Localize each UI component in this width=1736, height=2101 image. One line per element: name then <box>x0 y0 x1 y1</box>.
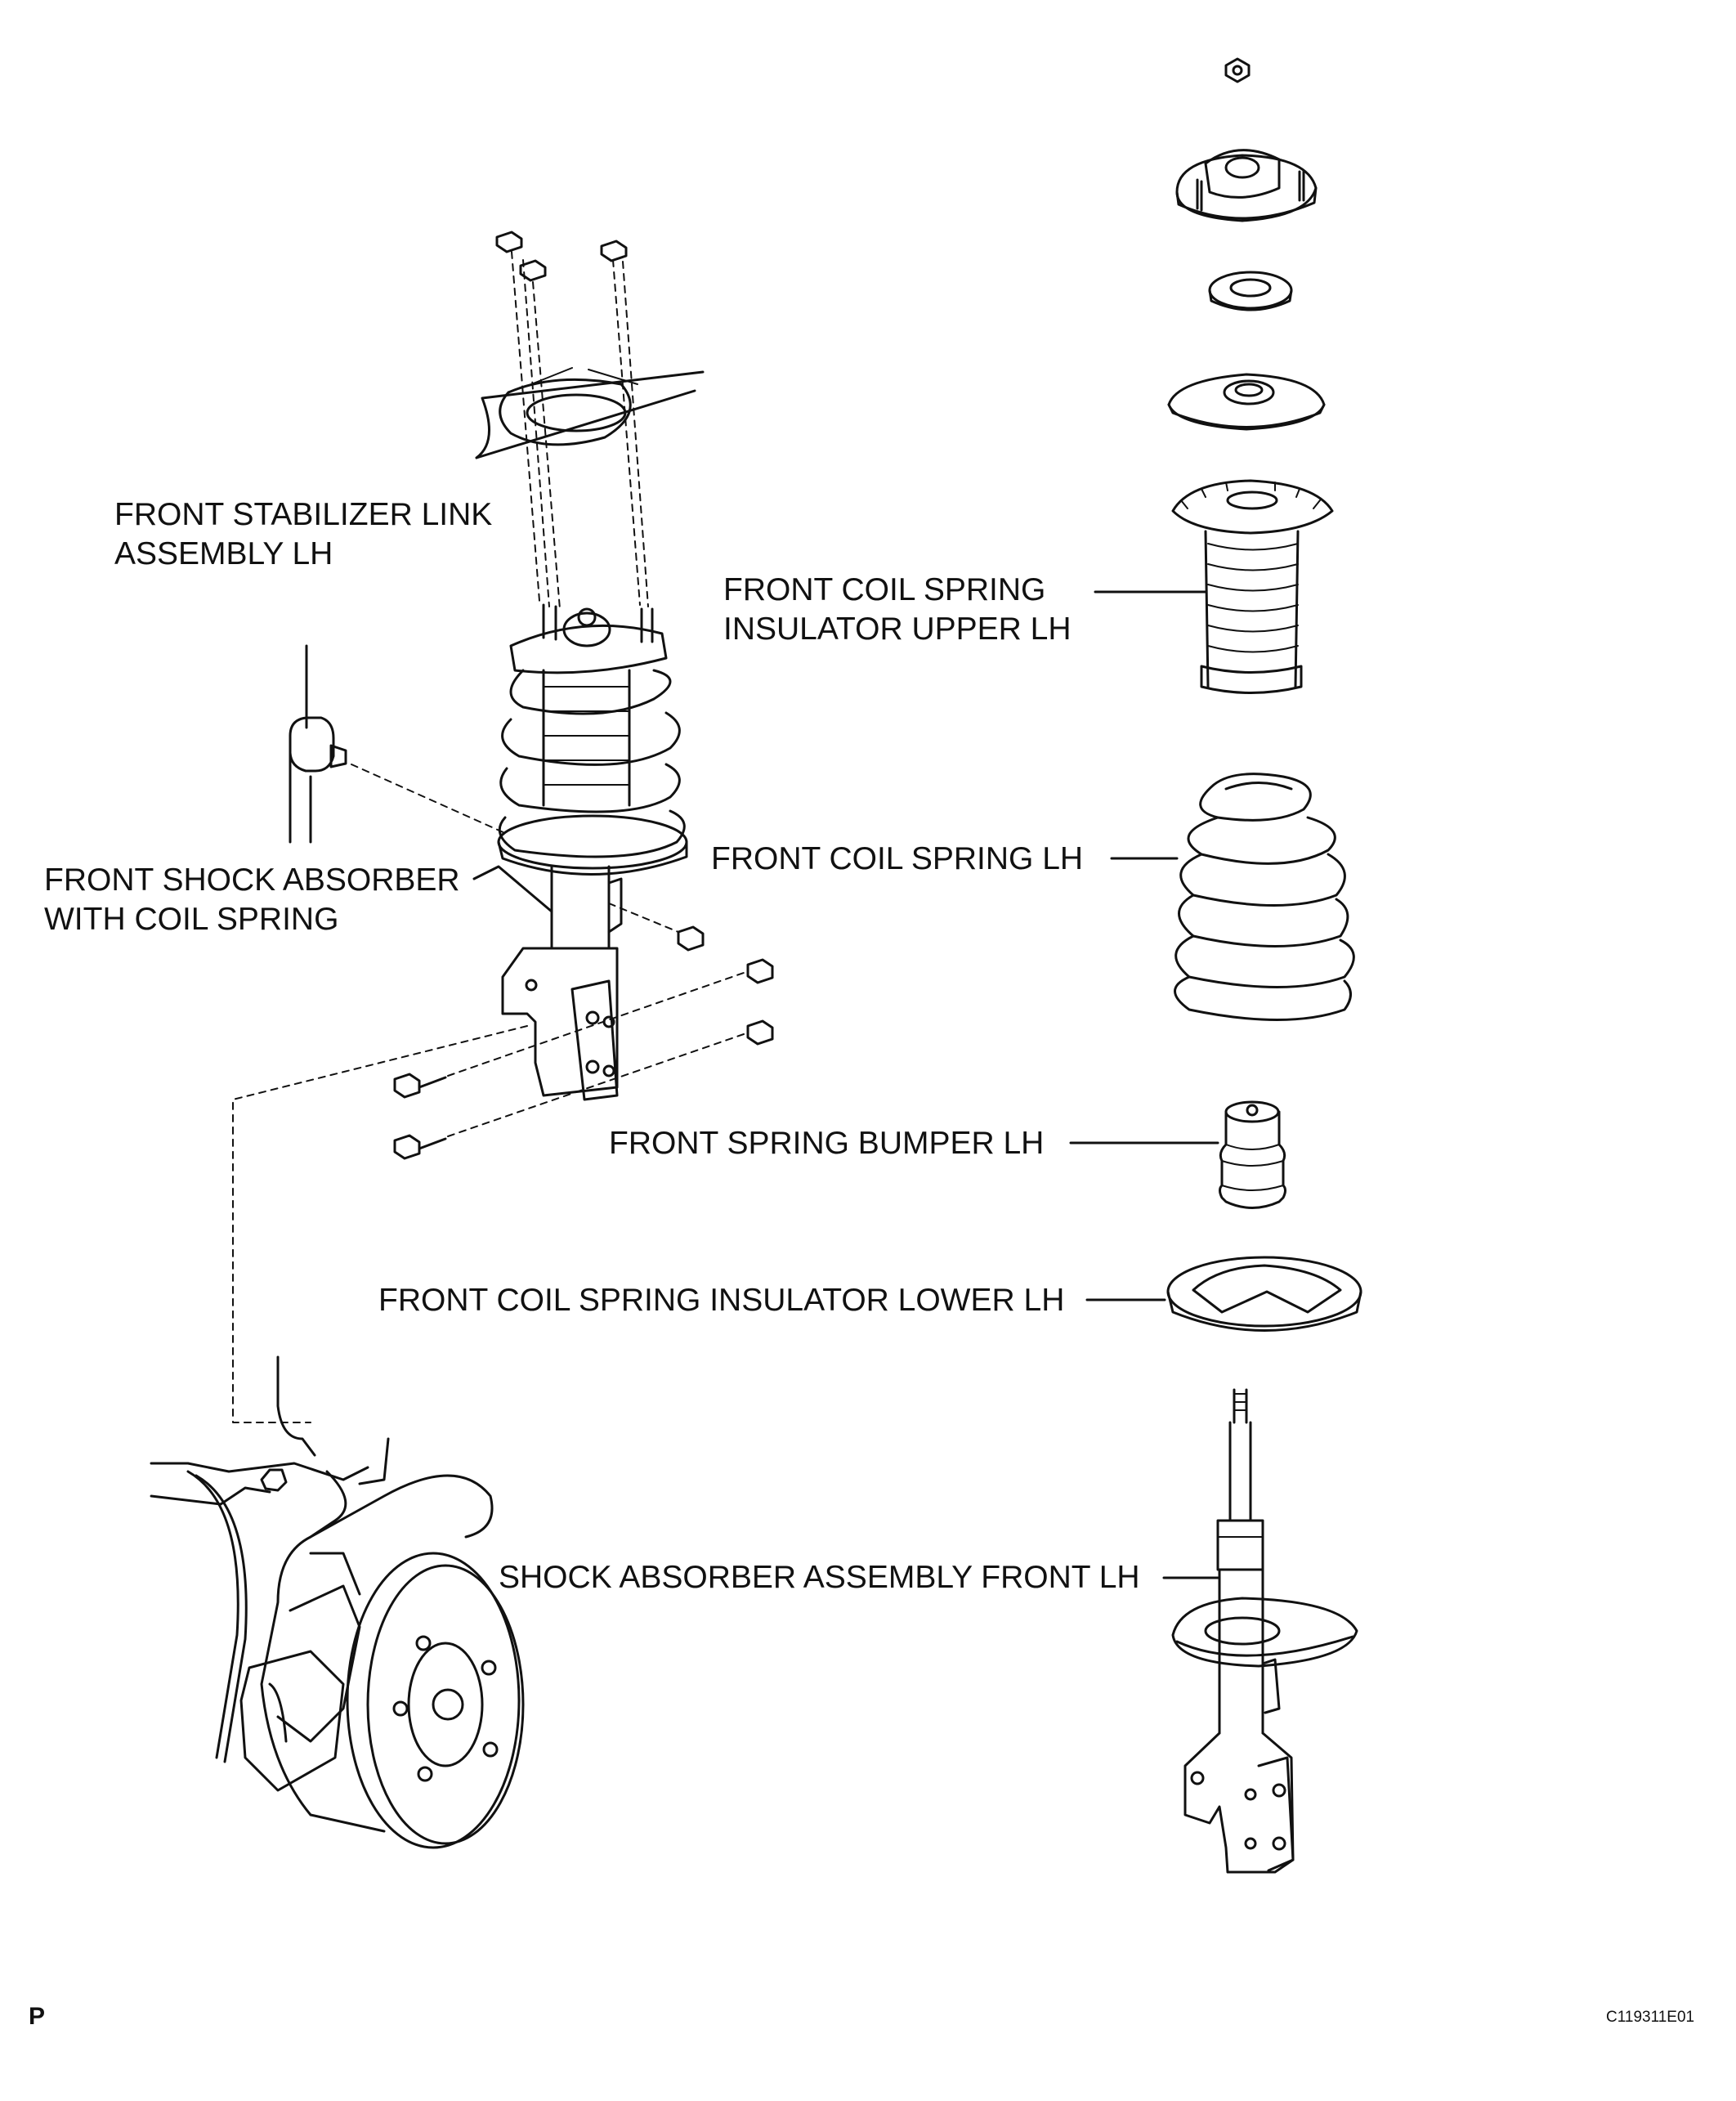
upper-seat-icon <box>1167 373 1326 431</box>
shock-absorber-icon <box>1171 1388 1358 1874</box>
bearing-icon <box>1208 271 1293 311</box>
leader-lines <box>472 590 1219 1579</box>
coil-spring-icon <box>1174 773 1355 1021</box>
insulator-lower-icon <box>1166 1256 1362 1332</box>
knuckle-brake-icon <box>150 1355 525 1849</box>
fastener-guide-lines <box>232 903 745 1423</box>
figure-code: C119311E01 <box>1606 2009 1695 2026</box>
corner-mark: P <box>29 2003 46 2030</box>
label-stabilizer-link-line1: FRONT STABILIZER LINK <box>114 497 493 532</box>
strut-tower-panel <box>475 367 705 459</box>
spring-bumper-icon <box>1219 1100 1286 1209</box>
stabilizer-guide-line <box>351 764 508 835</box>
label-spring-bumper: FRONT SPRING BUMPER LH <box>609 1126 1045 1161</box>
label-insulator-upper-line2: INSULATOR UPPER LH <box>723 611 1072 647</box>
label-coil-spring: FRONT COIL SPRING LH <box>711 841 1084 876</box>
nut-guide-lines <box>511 251 649 610</box>
upper-mount-nuts <box>495 231 628 282</box>
upper-support-icon <box>1175 149 1318 222</box>
top-nut-icon <box>1224 57 1251 83</box>
label-shock-with-spring-line2: WITH COIL SPRING <box>44 902 339 937</box>
label-stabilizer-link-line2: ASSEMBLY LH <box>114 536 333 571</box>
assembled-strut-icon <box>497 603 688 1101</box>
stabilizer-link-icon <box>289 644 347 844</box>
label-insulator-upper: FRONT COIL SPRING INSULATOR UPPER LH <box>723 571 1072 649</box>
knuckle-fasteners <box>393 925 774 1160</box>
label-shock-with-spring-line1: FRONT SHOCK ABSORBER <box>44 862 460 898</box>
label-shock-with-spring: FRONT SHOCK ABSORBER WITH COIL SPRING <box>44 861 460 939</box>
label-insulator-lower: FRONT COIL SPRING INSULATOR LOWER LH <box>378 1283 1065 1318</box>
label-stabilizer-link: FRONT STABILIZER LINK ASSEMBLY LH <box>114 495 492 574</box>
label-insulator-upper-line1: FRONT COIL SPRING <box>723 572 1046 607</box>
label-shock-assembly: SHOCK ABSORBER ASSEMBLY FRONT LH <box>499 1560 1140 1595</box>
insulator-upper-icon <box>1171 479 1334 694</box>
